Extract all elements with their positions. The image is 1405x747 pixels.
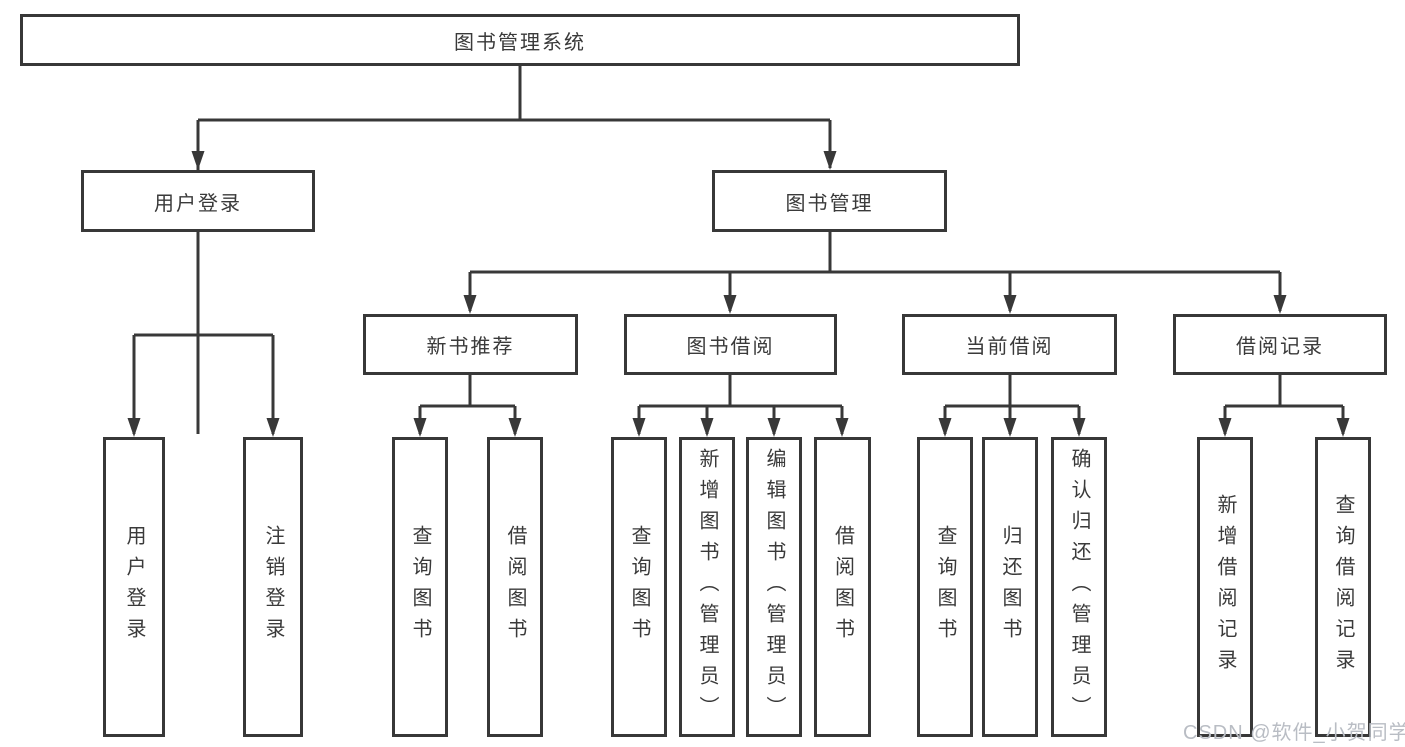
node-label: 查询图书 — [409, 525, 431, 649]
node-label: 注销登录 — [262, 525, 284, 649]
node-book-borrowing: 图书借阅 — [624, 314, 837, 375]
node-label: 查询借阅记录 — [1332, 494, 1354, 680]
node-label: 归还图书 — [999, 525, 1021, 649]
node-book-management: 图书管理 — [712, 170, 947, 232]
node-recommend-query-books: 查询图书 — [392, 437, 448, 737]
node-label: 新书推荐 — [426, 336, 515, 358]
node-label: 查询图书 — [628, 525, 650, 649]
node-borrow-edit-books-admin: 编辑图书（管理员） — [746, 437, 802, 737]
node-book-management-system: 图书管理系统 — [20, 14, 1020, 66]
node-label: 查询图书 — [934, 525, 956, 649]
node-label: 编辑图书（管理员） — [763, 447, 785, 727]
node-current-confirm-return-admin: 确认归还（管理员） — [1051, 437, 1107, 737]
node-current-return-books: 归还图书 — [982, 437, 1038, 737]
node-label: 图书管理系统 — [454, 31, 586, 54]
node-label: 用户登录 — [154, 192, 242, 215]
node-label: 图书借阅 — [686, 336, 775, 358]
node-label: 借阅图书 — [504, 525, 526, 649]
node-current-borrowing: 当前借阅 — [902, 314, 1117, 375]
csdn-watermark: CSDN @软件_小贺同学 — [1183, 722, 1405, 744]
node-records-add-record: 新增借阅记录 — [1197, 437, 1253, 737]
node-label: 确认归还（管理员） — [1068, 447, 1090, 727]
node-borrow-add-books-admin: 新增图书（管理员） — [679, 437, 735, 737]
node-label: 新增图书（管理员） — [696, 447, 718, 727]
node-borrowing-records: 借阅记录 — [1173, 314, 1387, 375]
node-label: 借阅图书 — [831, 525, 854, 649]
node-label: 当前借阅 — [965, 336, 1054, 358]
node-borrow-borrow-books: 借阅图书 — [814, 437, 871, 737]
node-label: 新增借阅记录 — [1214, 494, 1236, 680]
node-user-login-action: 用户登录 — [103, 437, 165, 737]
node-new-book-recommend: 新书推荐 — [363, 314, 578, 375]
node-label: 图书管理 — [785, 192, 874, 215]
node-label: 借阅记录 — [1236, 336, 1324, 358]
node-logout-action: 注销登录 — [243, 437, 303, 737]
node-user-login: 用户登录 — [81, 170, 315, 232]
node-records-query-record: 查询借阅记录 — [1315, 437, 1371, 737]
node-current-query-books: 查询图书 — [917, 437, 973, 737]
node-label: 用户登录 — [123, 525, 145, 649]
node-recommend-borrow-books: 借阅图书 — [487, 437, 543, 737]
node-borrow-query-books: 查询图书 — [611, 437, 667, 737]
